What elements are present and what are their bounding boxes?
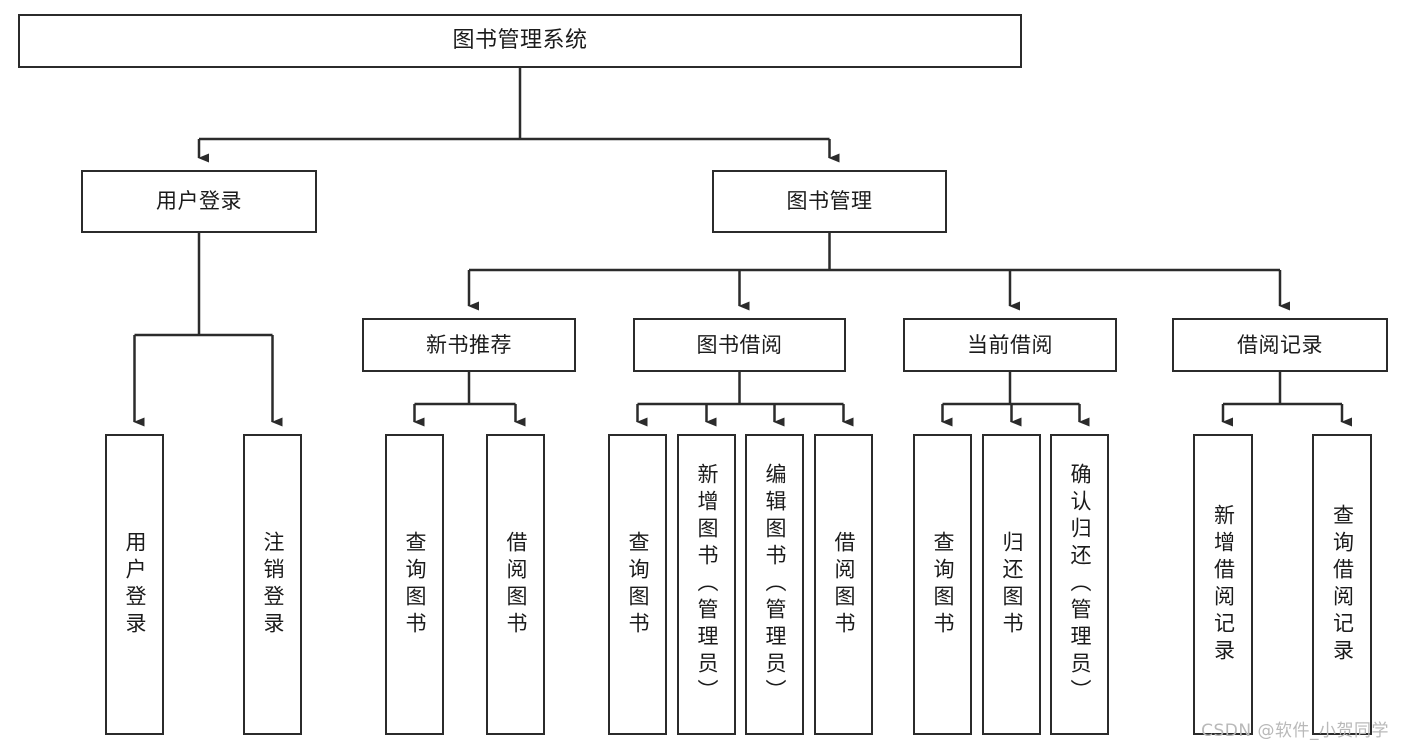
node-login[interactable]: 用户登录	[81, 170, 317, 233]
node-l10[interactable]: 归还图书	[982, 434, 1041, 735]
node-label: 查询借阅记录	[1330, 503, 1355, 666]
node-l1[interactable]: 用户登录	[105, 434, 164, 735]
node-label: 查询图书	[626, 530, 650, 639]
node-label: 新书推荐	[426, 332, 512, 357]
node-label: 新增借阅记录	[1211, 503, 1236, 666]
node-records[interactable]: 借阅记录	[1172, 318, 1388, 372]
node-label: 归还图书	[1000, 530, 1024, 639]
node-label: 确认归还（管理员）	[1068, 463, 1092, 706]
node-label: 借阅记录	[1237, 332, 1323, 357]
node-l6[interactable]: 新增图书（管理员）	[677, 434, 736, 735]
node-l5[interactable]: 查询图书	[608, 434, 667, 735]
node-label: 查询图书	[403, 530, 427, 639]
node-l7[interactable]: 编辑图书（管理员）	[745, 434, 804, 735]
node-label: 注销登录	[261, 530, 285, 639]
node-l9[interactable]: 查询图书	[913, 434, 972, 735]
node-label: 借阅图书	[832, 530, 856, 639]
node-l11[interactable]: 确认归还（管理员）	[1050, 434, 1109, 735]
node-l4[interactable]: 借阅图书	[486, 434, 545, 735]
node-l2[interactable]: 注销登录	[243, 434, 302, 735]
node-label: 当前借阅	[967, 332, 1053, 357]
node-label: 用户登录	[156, 189, 242, 214]
node-label: 新增图书（管理员）	[695, 463, 719, 706]
node-l8[interactable]: 借阅图书	[814, 434, 873, 735]
node-label: 借阅图书	[504, 530, 528, 639]
node-bookmgmt[interactable]: 图书管理	[712, 170, 947, 233]
node-label: 查询图书	[931, 530, 955, 639]
node-l12[interactable]: 新增借阅记录	[1193, 434, 1253, 735]
node-label: 图书借阅	[696, 332, 783, 357]
node-root[interactable]: 图书管理系统	[18, 14, 1022, 68]
node-l3[interactable]: 查询图书	[385, 434, 444, 735]
node-borrow[interactable]: 图书借阅	[633, 318, 846, 372]
node-label: 图书管理系统	[452, 28, 588, 54]
node-current[interactable]: 当前借阅	[903, 318, 1117, 372]
node-label: 图书管理	[786, 189, 873, 214]
node-label: 用户登录	[123, 530, 147, 639]
watermark: CSDN @软件_小贺同学	[1201, 721, 1389, 741]
node-label: 编辑图书（管理员）	[763, 463, 787, 706]
node-newbook[interactable]: 新书推荐	[362, 318, 576, 372]
node-l13[interactable]: 查询借阅记录	[1312, 434, 1372, 735]
